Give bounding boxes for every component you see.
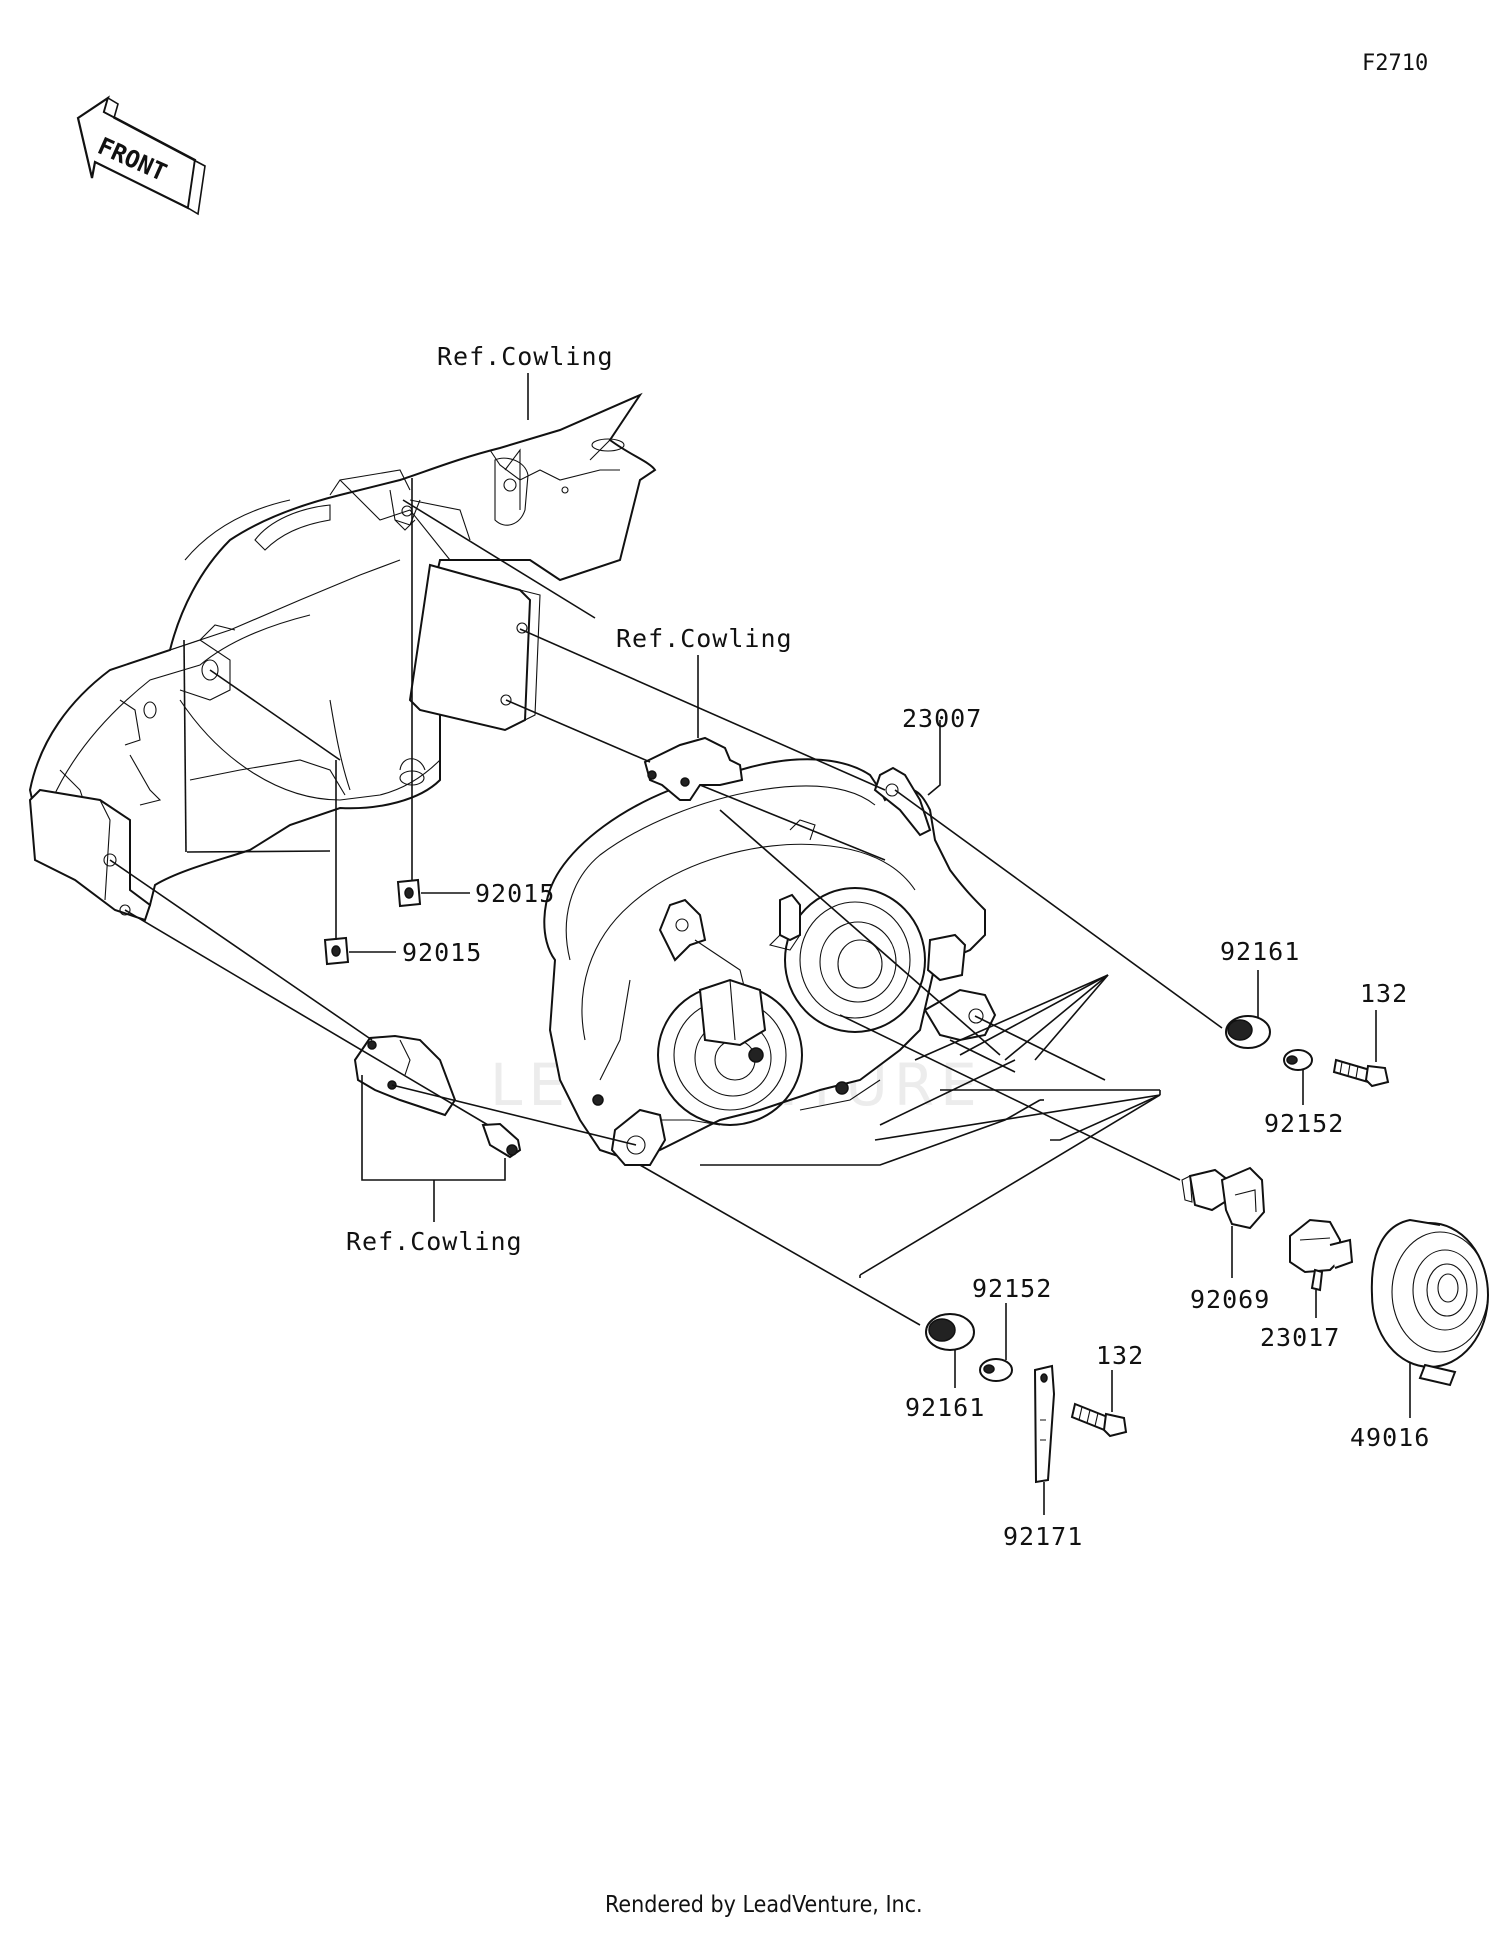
label-49016: 49016 — [1350, 1423, 1430, 1452]
grommet-92161-bottom — [925, 1313, 975, 1351]
label-92161-bottom: 92161 — [905, 1393, 985, 1422]
socket-23017 — [1289, 1218, 1354, 1292]
grommet-92161-right — [1225, 1015, 1271, 1049]
leader-lines — [109, 373, 1411, 1515]
bolt-132-right — [1332, 1058, 1390, 1088]
callout-labels: Ref.Cowling Ref.Cowling 23007 92015 9201… — [346, 342, 1430, 1551]
label-92152-bottom: 92152 — [972, 1274, 1052, 1303]
collar-92152-bottom — [979, 1358, 1013, 1382]
label-23007: 23007 — [902, 704, 982, 733]
label-92015-a: 92015 — [475, 879, 555, 908]
front-arrow-icon: FRONT — [76, 95, 206, 216]
collar-92152-right — [1283, 1049, 1313, 1071]
label-92069: 92069 — [1190, 1285, 1270, 1314]
footer-credit: Rendered by LeadVenture, Inc. — [605, 1892, 923, 1918]
ref-cowling-bracket-mid — [643, 736, 744, 801]
bulb-92069 — [1181, 1166, 1266, 1230]
label-ref-cowling-bottom: Ref.Cowling — [346, 1227, 523, 1256]
headlight-assembly-drawing — [543, 758, 997, 1166]
bolt-132-bottom — [1070, 1402, 1128, 1438]
label-ref-cowling-mid: Ref.Cowling — [616, 624, 793, 653]
stay-92171 — [1033, 1364, 1056, 1484]
label-92171: 92171 — [1003, 1522, 1083, 1551]
diagram-id: F2710 — [1362, 51, 1428, 76]
label-ref-cowling-top: Ref.Cowling — [437, 342, 614, 371]
label-92161-right: 92161 — [1220, 937, 1300, 966]
clip-92015-upper — [396, 878, 422, 908]
clip-92015-lower — [323, 936, 350, 966]
cover-49016 — [1370, 1218, 1489, 1387]
label-132-bottom: 132 — [1096, 1341, 1144, 1370]
cowling-drawing — [28, 392, 657, 922]
label-132-right: 132 — [1360, 979, 1408, 1008]
label-92015-b: 92015 — [402, 938, 482, 967]
label-92152-right: 92152 — [1264, 1109, 1344, 1138]
label-23017: 23017 — [1260, 1323, 1340, 1352]
